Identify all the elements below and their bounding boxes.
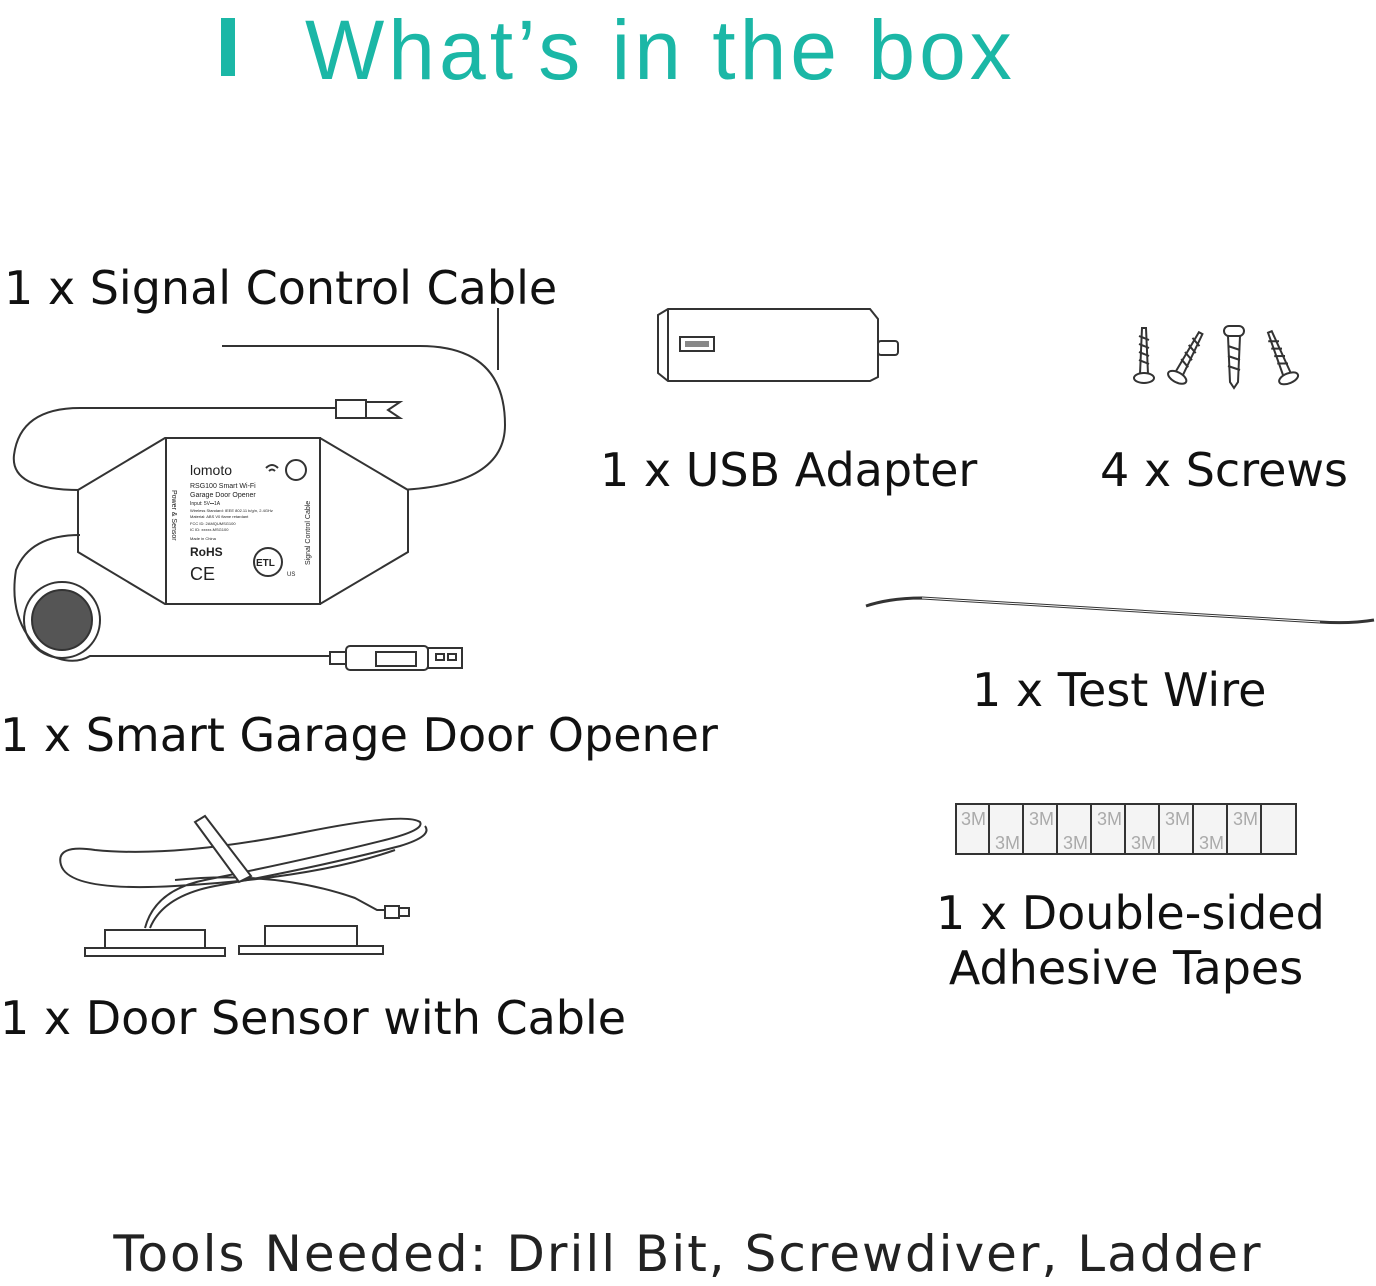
opener-illustration: lomoto RSG100 Smart Wi-Fi Garage Door Op… <box>12 308 507 671</box>
us-mark: US <box>287 572 295 578</box>
wifi-icon <box>265 464 279 472</box>
tape-print-7: 3M <box>1063 833 1088 853</box>
test-wire-icon <box>865 596 1375 625</box>
device-material: Material: ABS V0 flame retardant <box>190 514 249 519</box>
tape-print-9: 3M <box>1199 833 1224 853</box>
tape-print-4: 3M <box>1165 809 1190 829</box>
device-model: RSG100 Smart Wi-Fi <box>190 483 256 490</box>
signal-cable-label: 1 x Signal Control Cable <box>4 261 558 315</box>
tape-print-6: 3M <box>995 833 1020 853</box>
door-sensor-label: 1 x Door Sensor with Cable <box>0 991 627 1045</box>
ce-mark: CE <box>190 564 215 584</box>
screws-label: 4 x Screws <box>1100 443 1349 497</box>
screw-1 <box>1133 327 1155 384</box>
device-ic: IC ID: xxxxx-MSG100 <box>190 527 229 532</box>
device-fcc: FCC ID: 2AMQUMSG100 <box>190 521 236 526</box>
device-made-in: Made in China <box>190 536 217 541</box>
door-sensor-icon <box>59 814 428 957</box>
test-wire-label: 1 x Test Wire <box>972 663 1267 717</box>
tapes-label-line2: Adhesive Tapes <box>948 941 1304 995</box>
port-left-label: Power & Sensor <box>170 490 177 541</box>
title-accent-bar <box>221 18 235 76</box>
screw-2 <box>1167 330 1204 385</box>
screws-icon <box>1133 325 1300 390</box>
opener-label: 1 x Smart Garage Door Opener <box>0 708 718 762</box>
screw-3 <box>1223 325 1245 390</box>
etl-badge <box>253 547 283 577</box>
device-brand: lomoto <box>190 462 232 478</box>
tools-needed: Tools Needed: Drill Bit, Screwdiver, Lad… <box>113 1225 1263 1283</box>
button-icon <box>285 459 307 481</box>
rohs-mark: RoHS <box>190 545 223 559</box>
etl-mark: ETL <box>256 558 275 569</box>
tape-print-3: 3M <box>1097 809 1122 829</box>
device-name: Garage Door Opener <box>190 492 256 499</box>
tape-print-5: 3M <box>1233 809 1258 829</box>
tape-print-1: 3M <box>961 809 986 829</box>
adhesive-tapes-icon: 3M 3M 3M 3M 3M 3M 3M 3M 3M <box>955 803 1297 855</box>
page-title: What’s in the box <box>305 3 1016 97</box>
tape-print-8: 3M <box>1131 833 1156 853</box>
port-right-label: Signal Control Cable <box>305 501 312 565</box>
tape-print-2: 3M <box>1029 809 1054 829</box>
usb-adapter-label: 1 x USB Adapter <box>600 443 978 497</box>
usb-adapter-icon <box>657 308 899 382</box>
device-input: Input: 5V⎓1A <box>190 501 221 507</box>
screw-4 <box>1266 329 1300 386</box>
tapes-label-line1: 1 x Double-sided <box>936 886 1325 940</box>
device-wireless: Wireless Standard: IEEE 802.11 b/g/n, 2.… <box>190 508 273 513</box>
